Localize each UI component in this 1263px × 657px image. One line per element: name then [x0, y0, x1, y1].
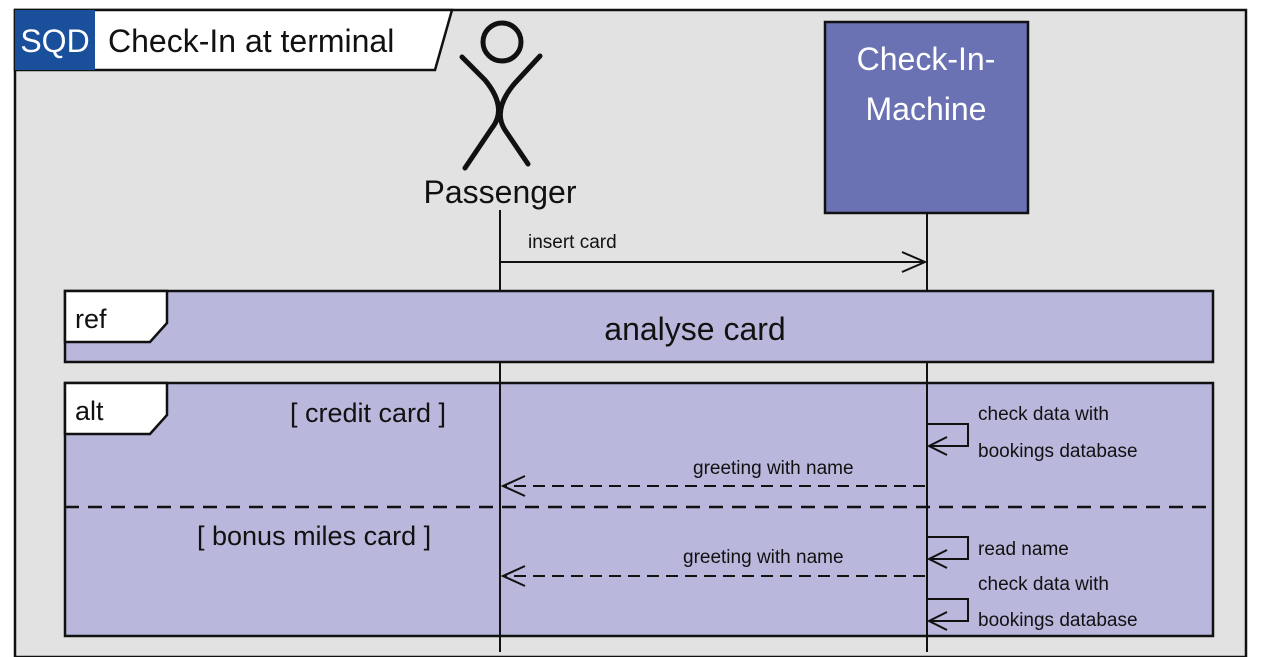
machine-name-line2: Machine: [866, 91, 987, 127]
machine-name-line1: Check-In-: [857, 41, 996, 77]
ref-fragment: [63, 289, 1215, 364]
self-message-arrowhead-1: [926, 436, 948, 456]
self-message-label-1b: bookings database: [978, 441, 1138, 462]
alt-tag: alt: [75, 396, 104, 426]
actor-name: Passenger: [424, 174, 577, 210]
insert-card-label: insert card: [528, 232, 617, 253]
self-message-check-data-1: [927, 423, 969, 447]
frame-kind-label: SQD: [20, 23, 89, 59]
self-message-arrowhead-3: [926, 611, 948, 631]
sqd-tag: [15, 10, 95, 70]
self-message-check-data-2: [927, 598, 969, 622]
insert-card-arrowhead: [901, 251, 928, 273]
alt-fragment: [63, 381, 1215, 638]
self-message-label-3b: bookings database: [978, 610, 1138, 631]
greeting-label-1: greeting with name: [693, 458, 854, 479]
frame-title: Check-In at terminal: [108, 23, 394, 59]
ref-label: analyse card: [604, 311, 785, 347]
ref-tag: ref: [75, 304, 107, 334]
self-message-label-2: read name: [978, 539, 1069, 560]
guard-bonus-miles-card: [ bonus miles card ]: [197, 521, 431, 551]
alt-tag-box: [63, 381, 169, 436]
self-message-read-name: [927, 536, 969, 560]
self-message-label-1a: check data with: [978, 404, 1109, 425]
self-message-arrowhead-2: [926, 549, 948, 569]
ref-tag-box: [63, 289, 169, 344]
self-message-label-3a: check data with: [978, 574, 1109, 595]
passenger-actor-icon: [459, 20, 543, 171]
machine-box: [823, 20, 1030, 215]
guard-credit-card: [ credit card ]: [290, 398, 446, 428]
greeting-arrowhead-2: [500, 565, 526, 587]
greeting-label-2: greeting with name: [683, 547, 844, 568]
greeting-arrowhead-1: [500, 475, 526, 497]
